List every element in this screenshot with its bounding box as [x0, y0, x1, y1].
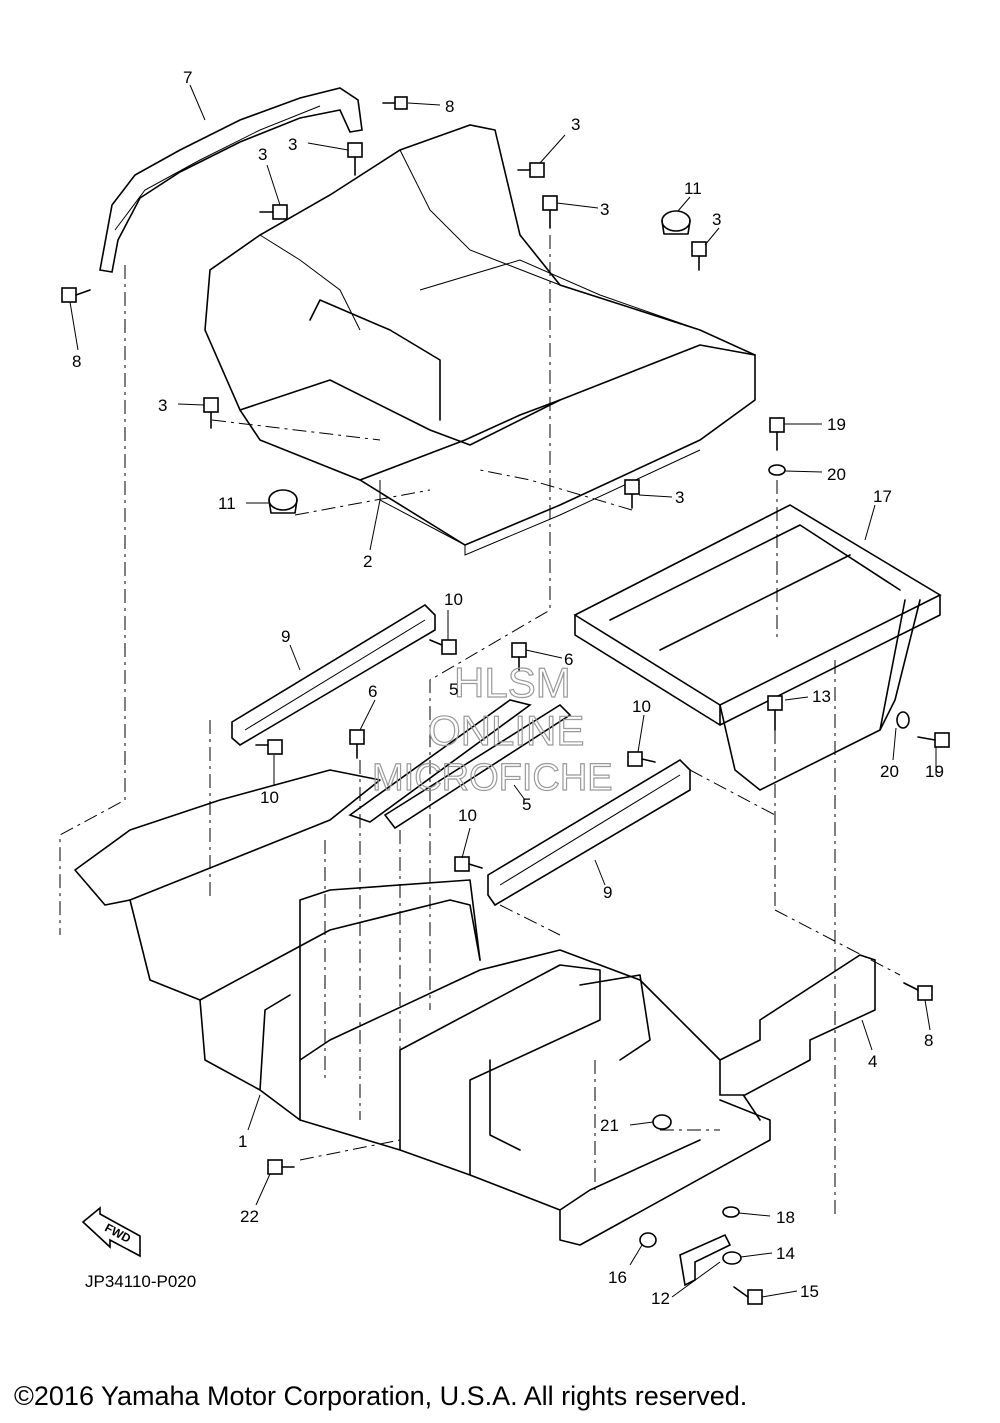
- callout-5: 5: [449, 680, 458, 699]
- nut-icon: [722, 1251, 742, 1265]
- watermark-line-3: MICROFICHE: [372, 757, 613, 799]
- nut-icon: [639, 1232, 657, 1248]
- forward-arrow-icon: FWD: [81, 1206, 141, 1258]
- callout-6: 6: [564, 650, 573, 669]
- bolt-icon: [769, 417, 785, 451]
- callout-3: 3: [288, 135, 297, 154]
- callout-10: 10: [444, 590, 463, 609]
- callout-20: 20: [827, 465, 846, 484]
- callout-3: 3: [571, 115, 580, 134]
- leader-lines: [69, 84, 937, 1298]
- callout-11: 11: [684, 179, 702, 198]
- callout-8: 8: [445, 97, 454, 116]
- copyright-notice: ©2016 Yamaha Motor Corporation, U.S.A. A…: [14, 1381, 747, 1411]
- callout-19: 19: [925, 762, 944, 781]
- bolt-icon: [454, 856, 483, 872]
- bolt-icon: [627, 751, 656, 767]
- part-5-cross-members: [348, 699, 572, 830]
- bolt-icon: [733, 1286, 763, 1305]
- part-9-right-rail: [487, 758, 691, 907]
- part-2-cargo-bed: [204, 124, 756, 556]
- callout-3: 3: [600, 200, 609, 219]
- callout-10: 10: [458, 806, 477, 825]
- callout-8: 8: [924, 1031, 933, 1050]
- cap-icon: [652, 1114, 672, 1130]
- callout-22: 22: [240, 1207, 259, 1226]
- bolt-icon: [255, 739, 283, 755]
- callout-7: 7: [183, 68, 192, 87]
- bolt-icon: [767, 695, 783, 731]
- part-17-rack-frame: [573, 504, 942, 791]
- callout-8: 8: [72, 352, 81, 371]
- plug-icon: [268, 489, 298, 514]
- washer-icon: [722, 1206, 740, 1218]
- callout-14: 14: [776, 1244, 795, 1263]
- callout-12: 12: [651, 1289, 670, 1308]
- bolt-icon: [917, 732, 950, 748]
- callout-21: 21: [600, 1116, 619, 1135]
- callout-13: 13: [812, 687, 831, 706]
- fasteners: [61, 96, 950, 1305]
- callout-3: 3: [712, 210, 721, 229]
- plug-icon: [661, 210, 691, 235]
- callout-19: 19: [827, 415, 846, 434]
- callout-3: 3: [675, 488, 684, 507]
- callout-17: 17: [873, 487, 892, 506]
- bolt-icon: [349, 729, 365, 759]
- bolt-icon: [903, 982, 933, 1001]
- callout-18: 18: [776, 1208, 795, 1227]
- callout-9: 9: [281, 627, 290, 646]
- part-7-rail: [99, 87, 363, 273]
- callout-2: 2: [363, 552, 372, 571]
- watermark-line-2: ONLINE: [428, 707, 584, 754]
- diagram-reference-code: JP34110-P020: [85, 1272, 196, 1291]
- callout-6: 6: [368, 682, 377, 701]
- callout-1: 1: [238, 1132, 247, 1151]
- bolt-icon: [267, 1159, 295, 1175]
- part-4-side-plate: [719, 954, 876, 1096]
- washer-icon: [768, 464, 786, 476]
- bolt-icon: [517, 162, 545, 178]
- bolt-icon: [542, 195, 558, 229]
- washer-icon: [896, 711, 910, 729]
- part-1-main-frame: [74, 769, 771, 1246]
- callout-3: 3: [258, 145, 267, 164]
- callout-20: 20: [880, 762, 899, 781]
- callout-9: 9: [603, 883, 612, 902]
- callout-10: 10: [260, 788, 279, 807]
- callout-16: 16: [608, 1268, 627, 1287]
- phantom-lines: [59, 235, 901, 1215]
- callout-15: 15: [800, 1282, 819, 1301]
- bolt-icon: [203, 397, 219, 429]
- bolt-icon: [61, 287, 91, 303]
- bolt-icon: [347, 142, 363, 176]
- bolt-icon: [382, 96, 408, 110]
- callout-10: 10: [632, 697, 651, 716]
- part-9-left-rail: [231, 603, 436, 746]
- bolt-icon: [624, 479, 640, 509]
- bolt-icon: [691, 241, 707, 271]
- watermark: HLSM ONLINE MICROFICHE: [371, 658, 613, 799]
- callout-11: 11: [218, 494, 236, 513]
- callout-5: 5: [522, 795, 531, 814]
- bolt-icon: [429, 639, 457, 655]
- watermark-line-1: HLSM: [454, 659, 571, 706]
- callout-4: 4: [868, 1052, 877, 1071]
- bolt-icon: [259, 204, 288, 220]
- callout-labels: 7 8 3 3 3 3 11 3 8 3 11 2 3 19 20 17 9 1…: [72, 68, 944, 1308]
- callout-3: 3: [158, 396, 167, 415]
- part-12-bracket: [679, 1233, 732, 1287]
